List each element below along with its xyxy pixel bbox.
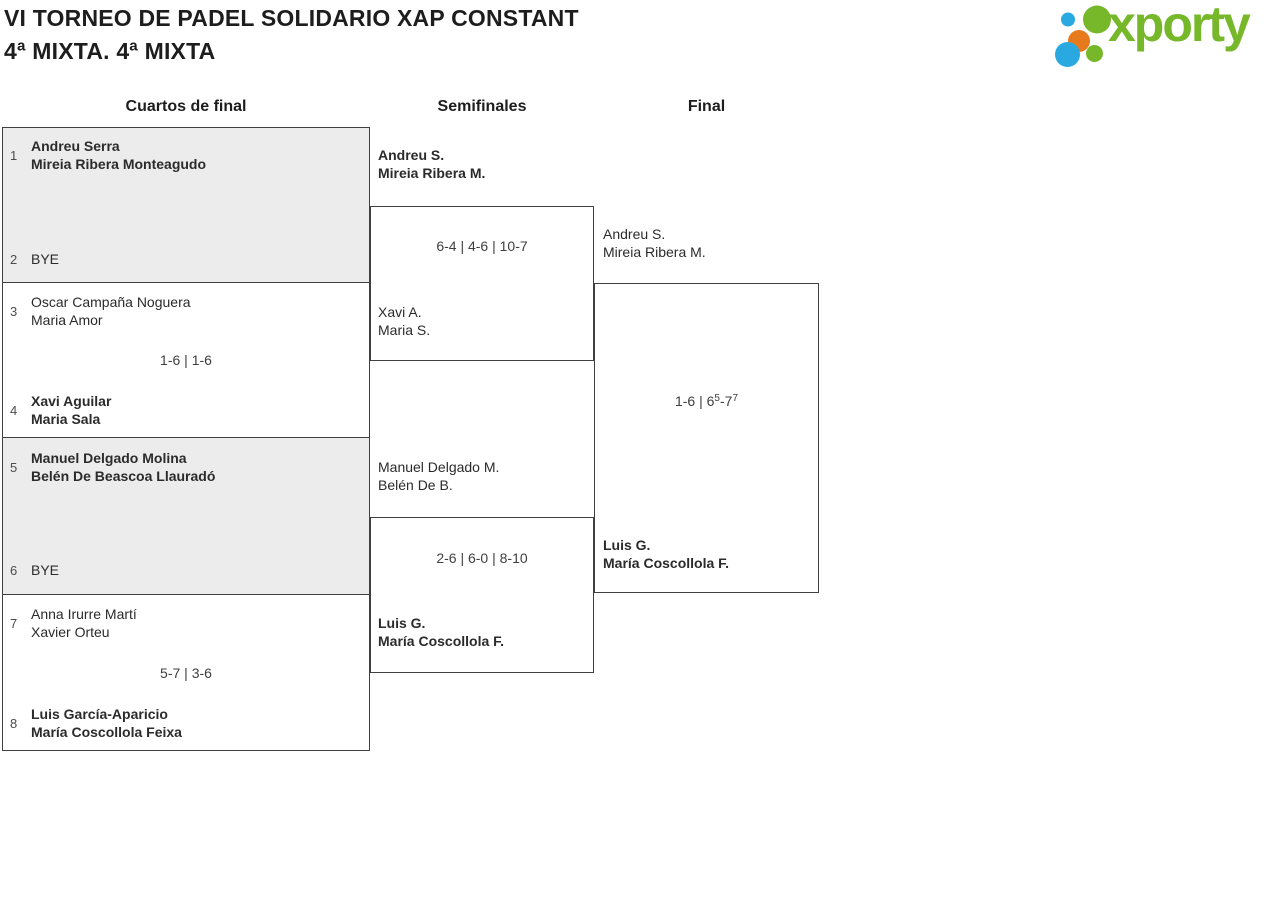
- final-match-box[interactable]: 1-6 | 65-77: [594, 283, 819, 593]
- tiebreak-superscript: 7: [732, 393, 738, 404]
- sf1-team-b: Xavi A.Maria S.: [378, 304, 431, 338]
- final-team-b: Luis G.María Coscollola F.: [603, 537, 730, 571]
- seed-number: 4: [10, 402, 18, 418]
- seed-number: 3: [10, 303, 18, 319]
- xporty-logo[interactable]: xporty: [1048, 0, 1280, 77]
- seed-number: 1: [10, 147, 18, 163]
- team-names: BYE: [31, 251, 60, 267]
- seed-number: 7: [10, 615, 18, 631]
- tiebreak-superscript: 5: [714, 393, 720, 404]
- seed-number: 8: [10, 715, 18, 731]
- seed-number: 6: [10, 562, 18, 578]
- sf-match-1-box[interactable]: 6-4 | 4-6 | 10-7: [370, 206, 594, 361]
- round-header-semifinals: Semifinales: [437, 98, 527, 115]
- category-title: 4ª MIXTA. 4ª MIXTA: [4, 38, 216, 64]
- sf2-team-a: Manuel Delgado M.Belén De B.: [378, 459, 500, 493]
- tournament-title: VI TORNEO DE PADEL SOLIDARIO XAP CONSTAN…: [4, 5, 579, 31]
- sf1-team-a: Andreu S.Mireia Ribera M.: [378, 147, 486, 181]
- round-header-quarterfinals: Cuartos de final: [125, 98, 247, 115]
- sf-match-2-box[interactable]: 2-6 | 6-0 | 8-10: [370, 517, 594, 673]
- match-score: 6-4 | 4-6 | 10-7: [436, 238, 528, 254]
- match-score: 2-6 | 6-0 | 8-10: [436, 550, 528, 566]
- xporty-logo-text: xporty: [1108, 0, 1251, 52]
- seed-number: 2: [10, 251, 18, 267]
- seed-number: 5: [10, 459, 18, 475]
- sf2-team-b: Luis G.María Coscollola F.: [378, 615, 505, 649]
- qf3-team-b: 6 BYE: [10, 561, 59, 579]
- match-score: 5-7 | 3-6: [160, 664, 212, 681]
- xporty-logo-dots-icon: [1055, 5, 1111, 67]
- round-header-final: Final: [687, 98, 726, 115]
- qf1-team-b: 2 BYE: [10, 250, 59, 268]
- final-team-a: Andreu S.Mireia Ribera M.: [603, 226, 706, 260]
- match-score: 1-6 | 1-6: [160, 352, 212, 368]
- team-names: BYE: [31, 562, 60, 578]
- match-score: 1-6 | 65-77: [674, 393, 738, 409]
